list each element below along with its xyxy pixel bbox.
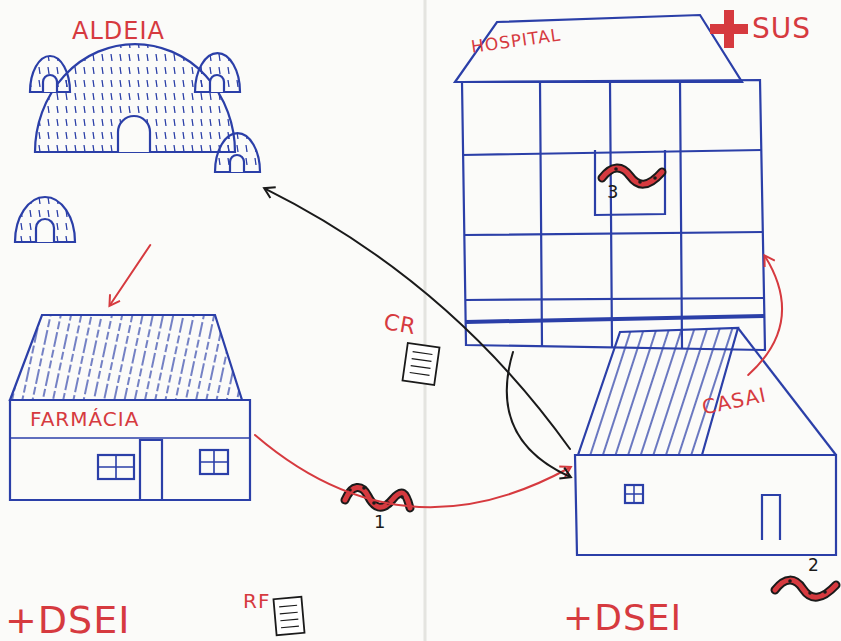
window <box>98 455 134 479</box>
hut-door <box>43 75 57 92</box>
casai-box: CASAI <box>570 375 840 560</box>
small-hut <box>15 197 75 242</box>
roof <box>10 315 242 400</box>
roof <box>455 15 742 82</box>
flow-arrow <box>507 352 570 477</box>
hut-door <box>230 155 244 172</box>
wall-line <box>10 437 250 439</box>
paper-fold <box>424 0 427 641</box>
roof <box>578 328 738 455</box>
flow-arrow <box>110 245 150 305</box>
small-hut <box>215 133 260 172</box>
hospital-box: HOSPITAL <box>450 10 765 352</box>
callout-number: 3 <box>607 182 619 202</box>
window-bars <box>98 455 134 479</box>
district-label: +DSEI <box>563 598 682 638</box>
snake-icon <box>775 579 836 597</box>
system-name: SUS <box>752 14 811 45</box>
document-icon <box>403 343 440 385</box>
window-bars <box>200 450 228 474</box>
node-title: FARMÁCIA <box>30 408 139 430</box>
pharmacy-building <box>10 315 250 500</box>
flow-arrow <box>265 189 570 449</box>
grid-lines <box>462 150 764 300</box>
small-hut <box>30 56 70 92</box>
grid-lines <box>540 81 682 348</box>
document-label: RF <box>243 590 270 612</box>
floor-line <box>466 316 765 322</box>
hut-door <box>36 219 54 242</box>
callout-number: 2 <box>808 556 820 575</box>
door <box>140 440 162 500</box>
document-label: CR <box>382 310 418 339</box>
window <box>200 450 228 474</box>
window-frame <box>595 150 665 215</box>
node-title: CASAI <box>700 383 768 418</box>
document-icon <box>273 597 304 635</box>
node-title: HOSPITAL <box>470 25 562 56</box>
snake-icon <box>345 486 410 508</box>
hospital-building <box>455 15 765 350</box>
node-title: ALDEIA <box>72 18 165 44</box>
callout-number: 1 <box>374 512 386 532</box>
flow-arrow <box>748 256 782 375</box>
window <box>625 485 643 503</box>
pharmacy-box: FARMÁCIA <box>5 305 255 505</box>
door <box>762 495 780 540</box>
small-hut <box>195 53 240 92</box>
flow-arrow <box>255 435 570 507</box>
window-bars <box>625 485 643 503</box>
village-area: ALDEIA <box>10 10 265 245</box>
red-cross <box>710 10 748 48</box>
hut-door <box>118 116 150 152</box>
wall <box>10 400 250 500</box>
wall <box>462 80 765 350</box>
district-label: +DSEI <box>5 600 130 641</box>
casai-building <box>575 328 836 555</box>
village-huts <box>15 44 260 242</box>
hut-door <box>210 75 224 92</box>
wall <box>575 455 836 555</box>
